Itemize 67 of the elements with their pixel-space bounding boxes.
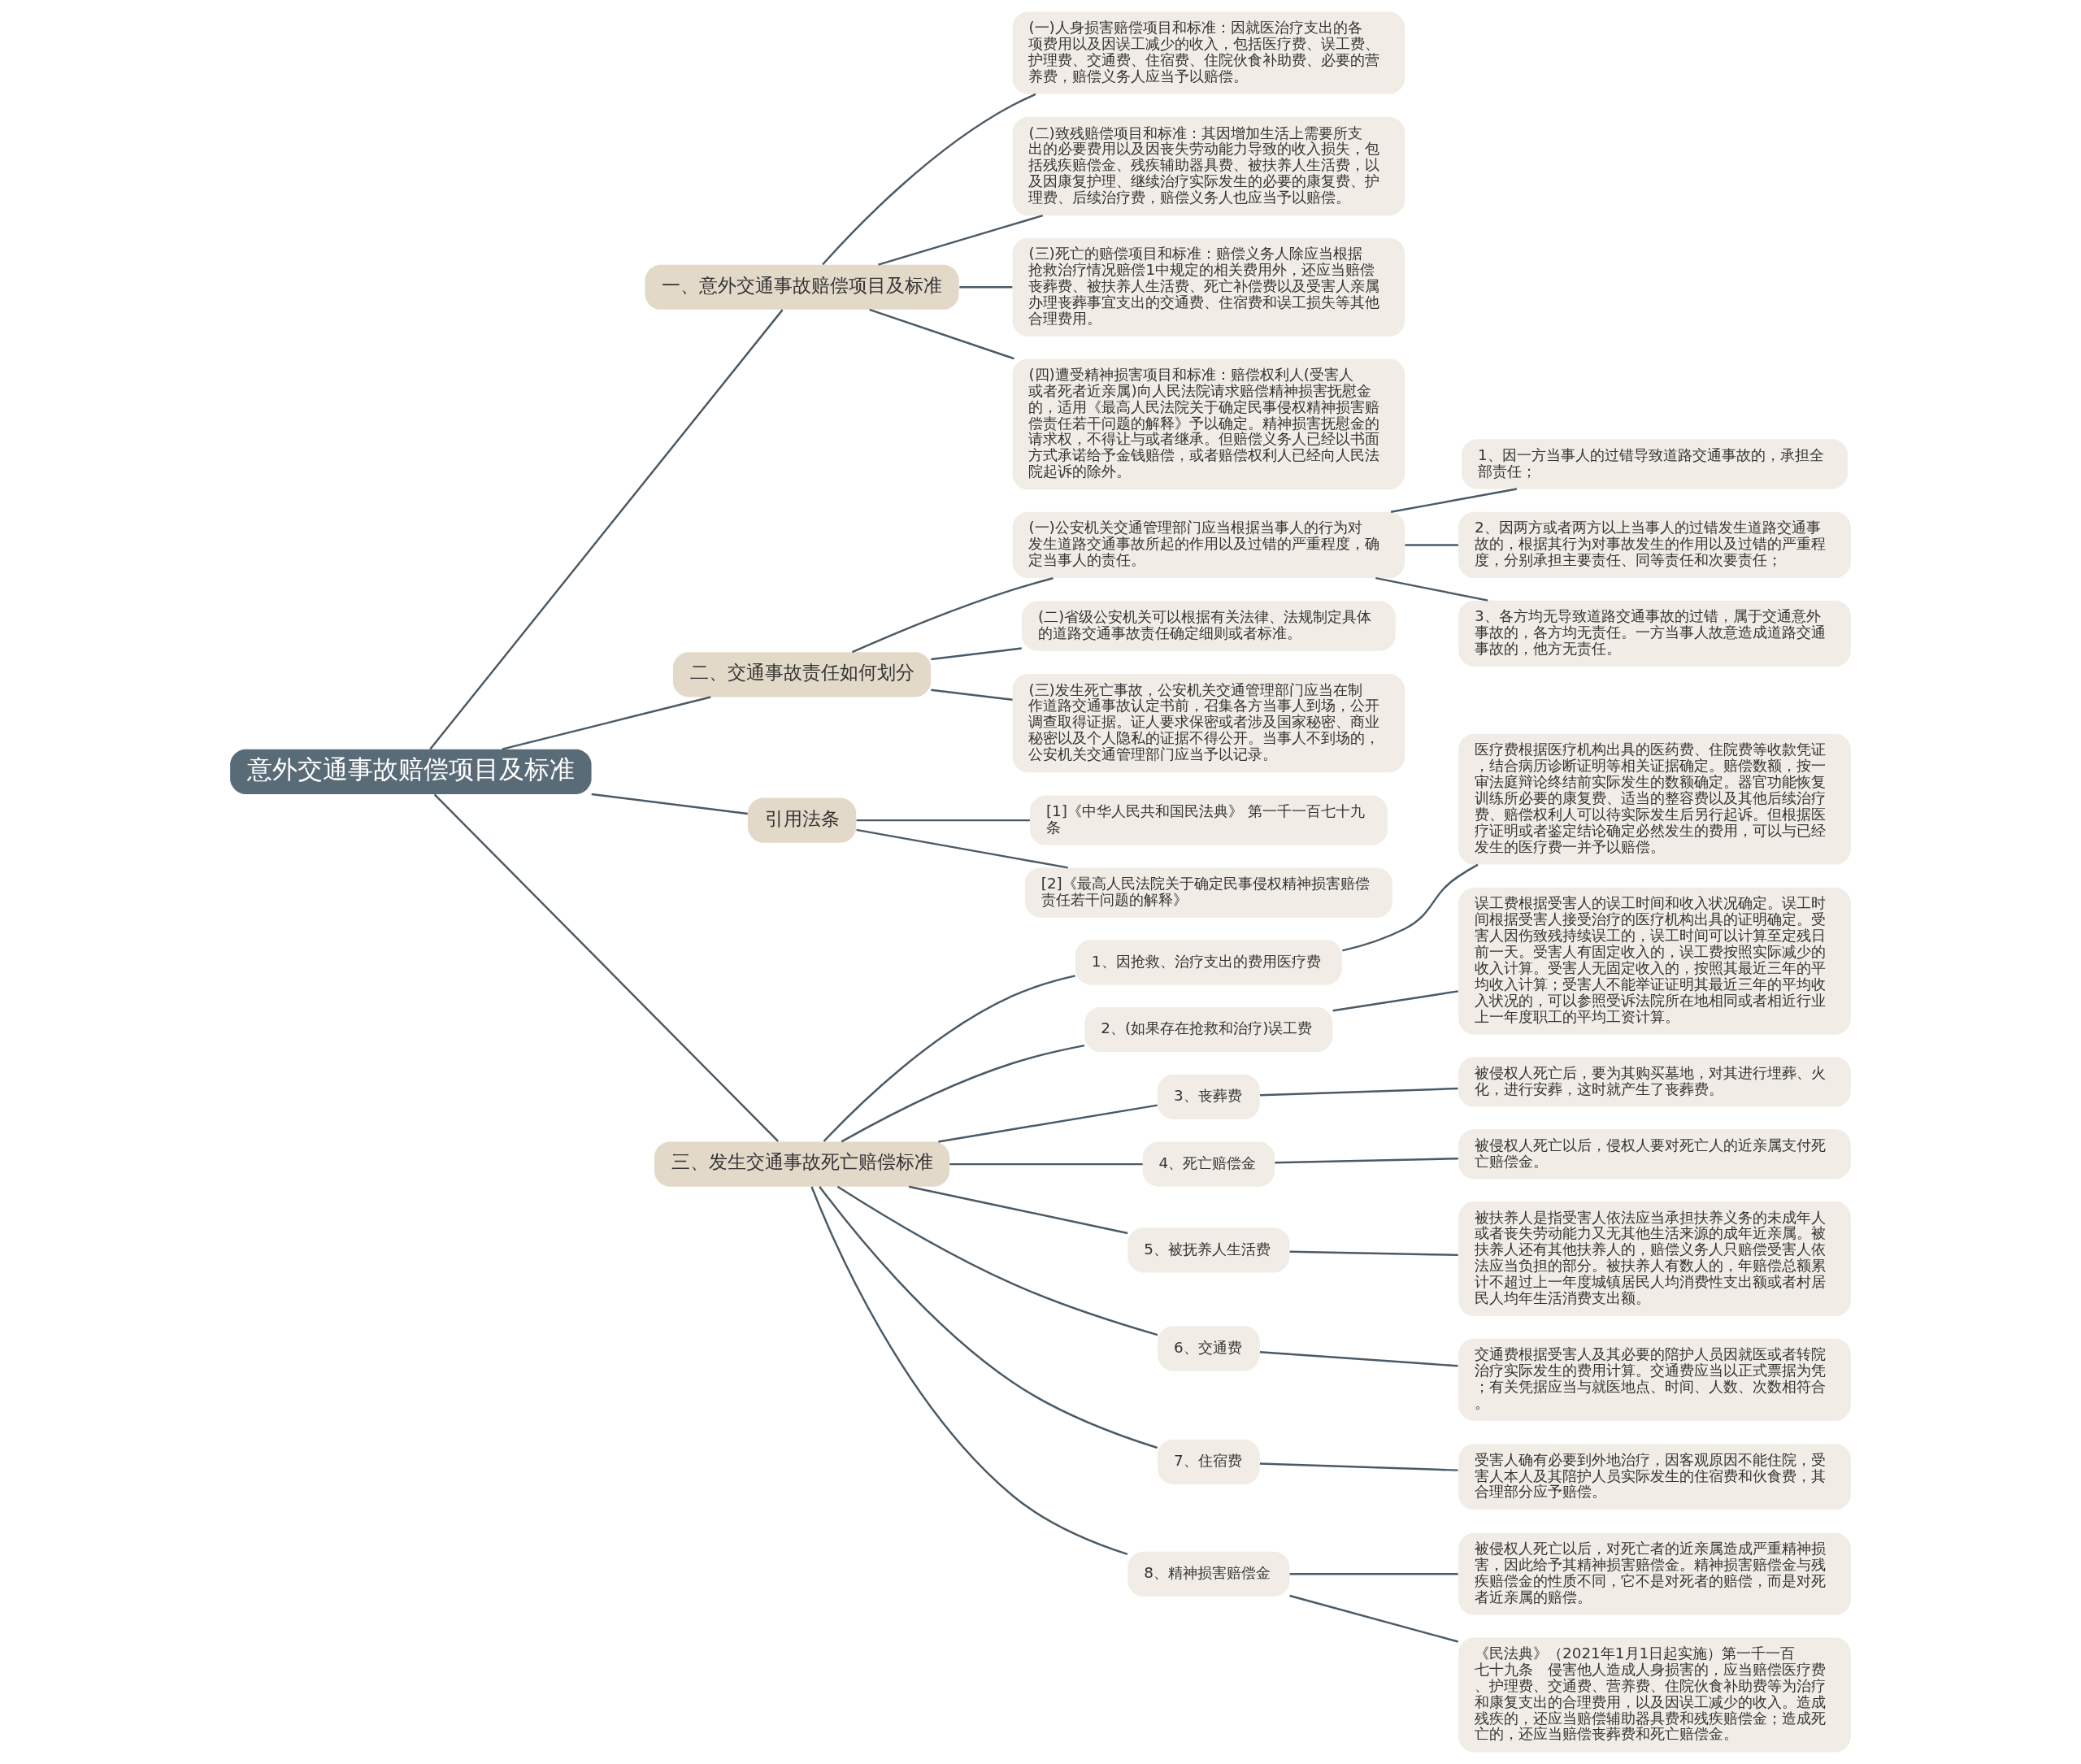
connector [931, 647, 1022, 661]
node-box: 被侵权人死亡后，要为其购买墓地，对其进行埋葬、火化，进行安葬，这时就产生了丧葬费。 [1458, 1057, 1851, 1107]
connector [856, 828, 1068, 869]
connector [851, 577, 1054, 654]
connector [502, 696, 711, 750]
node-box: (二)省级公安机关可以根据有关法律、法规制定具体的道路交通事故责任确定细则或者标准。 [1022, 601, 1396, 651]
node-box: 6、交通费 [1158, 1326, 1260, 1371]
connector [1375, 576, 1488, 602]
connector [810, 1186, 1128, 1556]
connector [908, 1185, 1128, 1235]
node-box: 8、精神损害赔偿金 [1127, 1551, 1290, 1597]
node-box: (三)死亡的赔偿项目和标准：赔偿义务人除应当根据抢救治疗情况赔偿1中规定的相关费用外，还应当赔偿丧葬费、被扶养人生活费、死亡补偿费以及受害人亲属办理丧葬事宜支出的交通费、住宿费和误工损失等其他合理费用。 [1012, 237, 1405, 337]
node-box: 《民法典》（2021年1月1日起实施）第一千一百七十九条 侵害他人造成人身损害的，应当赔偿医疗费、护理费、交通费、营养费、住院伙食补助费等为治疗和康复支出的合理费用，以及因误工减少的收入。造成残疾的，还应当赔偿辅助器具费和残疾赔偿金；造成死亡的，还应当赔偿丧葬费和死亡赔偿金。 [1458, 1637, 1851, 1753]
node-box: (一)公安机关交通管理部门应当根据当事人的行为对发生道路交通事故所起的作用以及过错的严重程度，确定当事人的责任。 [1012, 511, 1405, 579]
connector [869, 308, 1014, 360]
node-box: 受害人确有必要到外地治疗，因客观原因不能住院，受害人本人及其陪护人员实际发生的住宿费和伙食费，其合理部分应予赔偿。 [1458, 1444, 1851, 1510]
node-box: 三、发生交通事故死亡赔偿标准 [654, 1141, 950, 1187]
node-box: 被侵权人死亡以后，对死亡者的近亲属造成严重精神损害，因此给予其精神损害赔偿金。精神损害赔偿金与残疾赔偿金的性质不同，它不是对死者的赔偿，而是对死者近亲属的赔偿。 [1458, 1532, 1851, 1615]
connector [949, 1162, 1143, 1166]
connector [433, 793, 780, 1142]
connector [1289, 1594, 1458, 1643]
node-box: 1、因一方当事人的过错导致道路交通事故的，承担全部责任； [1461, 439, 1849, 489]
node-box: (二)致残赔偿项目和标准：其因增加生活上需要所支出的必要费用以及因丧失劳动能力导致的收入损失，包括残疾赔偿金、残疾辅助器具费、被扶养人生活费，以及因康复护理、继续治疗实际发生的必要的康复费、护理费、后续治疗费，赔偿义务人也应当予以赔偿。 [1012, 117, 1405, 216]
connector [429, 309, 784, 750]
connector [959, 286, 1013, 289]
node-box: 误工费根据受害人的误工时间和收入状况确定。误工时间根据受害人接受治疗的医疗机构出具的证明确定。受害人因伤致残持续误工的，误工时间可以计算至定残日前一天。受害人有固定收入的，误工费按照实际减少的收入计算。受害人无固定收入的，按照其最近三年的平均收入计算；受害人不能举证证明其最近三年的平均收入状况的，可以参照受诉法院所在地相同或者相近行业上一年度职工的平均工资计算。 [1458, 887, 1851, 1035]
connector [1342, 863, 1479, 952]
connector [1332, 990, 1459, 1012]
node-box: (四)遭受精神损害项目和标准：赔偿权利人(受害人或者死者近亲属)向人民法院请求赔偿精神损害抚慰金的，适用《最高人民法院关于确定民事侵权精神损害赔偿责任若干问题的解释》予以确定。精神损害抚慰金的请求权，不得让与或者继承。但赔偿义务人已经以书面方式承诺给予金钱赔偿，或者赔偿权利人已经向人民法院起诉的除外。 [1012, 358, 1405, 490]
node-box: 引用法条 [747, 797, 857, 843]
node-box: (三)发生死亡事故，公安机关交通管理部门应当在制作道路交通事故认定书前，召集各方当事人到场，公开调查取得证据。证人要求保密或者涉及国家秘密、商业秘密以及个人隐私的证据不得公开。当事人不到场的，公安机关交通管理部门应当予以记录。 [1012, 674, 1405, 773]
node-box: 3、丧葬费 [1158, 1074, 1260, 1119]
node-box: 2、因两方或者两方以上当事人的过错发生道路交通事故的，根据其行为对事故发生的作用以及过错的严重程度，分别承担主要责任、同等责任和次要责任； [1458, 511, 1851, 579]
connector [878, 215, 1044, 266]
node-box: 医疗费根据医疗机构出具的医药费、住院费等收款凭证，结合病历诊断证明等相关证据确定。赔偿数额，按一审法庭辩论终结前实际发生的数额确定。器官功能恢复训练所必要的康复费、适当的整容费以及其他后续治疗费、赔偿权利人可以待实际发生后另行起诉。但根据医疗证明或者鉴定结论确定必然发生的费用，可以与已经发生的医疗费一并予以赔偿。 [1458, 733, 1851, 865]
connector [938, 1104, 1158, 1143]
node-box: 被扶养人是指受害人依法应当承担扶养义务的未成年人或者丧失劳动能力又无其他生活来源的成年近亲属。被扶养人还有其他扶养人的，赔偿义务人只赔偿受害人依法应当负担的部分。被扶养人有数人的，年赔偿总额累计不超过上一年度城镇居民人均消费性支出额或者村居民人均年生活消费支出额。 [1458, 1201, 1851, 1317]
node-box: 5、被抚养人生活费 [1127, 1227, 1290, 1273]
connector [1289, 1573, 1458, 1575]
connector [1405, 544, 1458, 546]
node-box: 3、各方均无导致道路交通事故的过错，属于交通意外事故的，各方均无责任。一方当事人故意造成道路交通事故的，他方无责任。 [1458, 600, 1851, 667]
connector [841, 1044, 1085, 1143]
node-box: 二、交通事故责任如何划分 [672, 652, 932, 697]
node-box: 2、(如果存在抢救和治疗)误工费 [1084, 1007, 1333, 1053]
node-box: 意外交通事故赔偿项目及标准 [230, 749, 592, 794]
connector [822, 93, 1036, 266]
node-box: [1]《中华人民共和国民法典》 第一千一百七十九条 [1029, 795, 1388, 845]
connector [1259, 1462, 1458, 1471]
connector [591, 793, 748, 815]
node-box: 一、意外交通事故赔偿项目及标准 [645, 264, 959, 310]
connector [1390, 488, 1518, 513]
node-box: 1、因抢救、治疗支出的费用医疗费 [1075, 940, 1342, 985]
node-box: [2]《最高人民法院关于确定民事侵权精神损害赔偿责任若干问题的解释》 [1024, 867, 1392, 918]
node-box: 被侵权人死亡以后，侵权人要对死亡人的近亲属支付死亡赔偿金。 [1458, 1129, 1851, 1180]
connector [1259, 1087, 1458, 1097]
connector [1275, 1158, 1458, 1164]
node-box: 4、死亡赔偿金 [1142, 1141, 1275, 1187]
node-box: 7、住宿费 [1158, 1439, 1260, 1484]
connector [1259, 1351, 1458, 1367]
connector [823, 975, 1075, 1142]
node-box: (一)人身损害赔偿项目和标准：因就医治疗支出的各项费用以及因误工减少的收入，包括医疗费、误工费、护理费、交通费、住宿费、住院伙食补助费、必要的营养费，赔偿义务人应当予以赔偿。 [1012, 11, 1405, 94]
connector [1289, 1250, 1458, 1257]
connector [819, 1185, 1158, 1449]
connector [836, 1185, 1158, 1336]
connector [856, 819, 1030, 822]
connector [931, 689, 1013, 701]
node-box: 交通费根据受害人及其必要的陪护人员因就医或者转院治疗实际发生的费用计算。交通费应当以正式票据为凭；有关凭据应当与就医地点、时间、人数、次数相符合。 [1458, 1338, 1851, 1421]
